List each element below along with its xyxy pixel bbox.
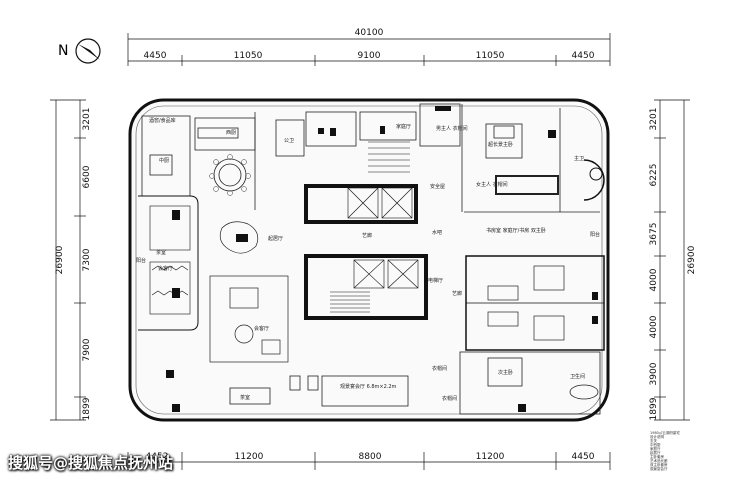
room-label-24: 观景宴会厅 6.8m×2.2m: [340, 383, 397, 390]
dim-top-seg-4: 11050: [476, 51, 505, 61]
room-label-11: 起居厅: [268, 236, 283, 242]
room-label-8: 主卫: [574, 155, 584, 162]
dim-bottom-seg-2: 11200: [235, 452, 264, 462]
legend-line: 玄关: [650, 439, 657, 443]
building-inner-outline: [135, 105, 603, 415]
room-label-7: 超长景主卧: [488, 141, 513, 148]
lounge-zone: [209, 221, 289, 363]
room-label-3: 中厨: [159, 157, 169, 164]
dining-chairs: [209, 154, 251, 196]
dim-top-total: 40100: [355, 28, 384, 38]
dim-top-seg-1: 4450: [144, 51, 167, 61]
banquet-zone: [229, 375, 409, 407]
bottom-dimensions: [127, 452, 611, 470]
compass-arrow-icon: [78, 44, 100, 60]
watermark-text: 搜狐号@搜狐焦点抚州站: [8, 454, 174, 472]
legend-line: 艺术品长廊: [650, 459, 668, 463]
legend-line: 双主卧套房: [650, 463, 668, 467]
room-label-18: 阳台: [136, 257, 146, 264]
upper-service: [275, 103, 461, 157]
dim-top-seg-5: 4450: [572, 51, 595, 61]
dim-right-seg-6: 3900: [649, 362, 659, 385]
stairs: [330, 141, 410, 313]
fixtures: [330, 106, 451, 136]
master-suite: [461, 104, 600, 213]
top-dimensions: [127, 33, 611, 66]
left-bay: [138, 195, 199, 331]
room-label-22: 卫生间: [570, 373, 585, 380]
compass-circle: [75, 38, 101, 64]
legend-line: 家庭厅: [650, 447, 661, 451]
room-label-26: 衣帽间: [442, 395, 457, 402]
master-bath-curve: [583, 159, 605, 201]
dim-bottom-seg-1: 4452: [146, 452, 169, 462]
legend-line: 设计说明: [650, 435, 664, 439]
right-dimensions: [654, 99, 690, 421]
suite-beds: [487, 265, 565, 341]
dim-right-seg-5: 4000: [649, 315, 659, 338]
dim-left-seg-4: 7900: [82, 338, 92, 361]
legend-line: 主卧套房: [650, 455, 664, 459]
room-label-13: 水吧: [432, 229, 442, 236]
dim-right-seg-7: 1899: [649, 397, 659, 420]
room-label-9: 安全屋: [430, 183, 445, 190]
dim-right-total: 26900: [687, 245, 697, 274]
room-label-14: 茶室: [156, 249, 166, 256]
room-label-2: 西厨: [226, 130, 236, 136]
room-label-5: 家庭厅: [396, 123, 411, 130]
legend-line: 起居厅: [650, 451, 661, 455]
lounge-table: [236, 234, 248, 242]
dim-left-total: 26900: [55, 245, 65, 274]
dim-bottom-seg-3: 8800: [359, 452, 382, 462]
room-label-4: 公卫: [284, 138, 294, 144]
dim-top-seg-2: 11050: [234, 51, 263, 61]
room-label-27: 电梯厅: [428, 277, 443, 284]
room-label-19: 会客厅: [254, 325, 269, 332]
elevators: [347, 187, 419, 289]
double-suites: [465, 255, 605, 351]
room-label-20: 艺廊: [452, 290, 462, 297]
room-label-12: 艺廊: [362, 232, 372, 239]
bathtub-icon: [589, 167, 603, 181]
dim-left-seg-5: 1899: [82, 397, 92, 420]
room-label-1: 酒窖/食品库: [149, 117, 176, 124]
legend-line: 1980㎡云湖府豪宅: [650, 431, 680, 435]
room-label-10: 女主人 衣帽间: [476, 181, 508, 188]
left-dimensions: [50, 99, 86, 421]
dim-bottom-seg-4: 11200: [476, 452, 505, 462]
legend-line: 观景宴会厅: [650, 467, 668, 471]
dim-right-seg-4: 4000: [649, 268, 659, 291]
dim-bottom-seg-5: 4450: [572, 452, 595, 462]
room-label-17: 会客厅: [158, 265, 173, 272]
north-compass: N: [58, 38, 101, 64]
dim-right-seg-1: 3201: [649, 108, 659, 131]
compass-letter: N: [58, 43, 68, 59]
bottom-suite: [459, 351, 601, 415]
dim-left-seg-1: 3201: [82, 108, 92, 131]
room-label-15: 书房室 家庭厅/书房 双主卧: [486, 227, 546, 234]
dim-right-seg-3: 3675: [649, 223, 659, 246]
legend-block: 1980㎡云湖府豪宅 设计说明 玄关 中西厨 家庭厅 起居厅 主卧套房 艺术品长…: [650, 431, 680, 471]
dark-fixtures: [166, 128, 598, 412]
dim-right-seg-2: 6225: [649, 164, 659, 187]
room-label-25: 茶室: [240, 394, 250, 401]
dim-left-seg-2: 6600: [82, 165, 92, 188]
room-label-16: 阳台: [590, 231, 600, 238]
room-labels: 酒窖/食品库 西厨 中厨 公卫 家庭厅 男主人 衣帽间 超长景主卧 主卫 安全屋…: [136, 117, 600, 402]
room-label-23: 衣帽间: [432, 365, 447, 372]
dim-top-seg-3: 9100: [358, 51, 381, 61]
core-walls: [304, 184, 428, 320]
room-label-21: 次主卧: [498, 369, 513, 376]
dim-left-seg-3: 7300: [82, 248, 92, 271]
room-label-6: 男主人 衣帽间: [436, 125, 468, 132]
legend-line: 中西厨: [650, 443, 661, 447]
